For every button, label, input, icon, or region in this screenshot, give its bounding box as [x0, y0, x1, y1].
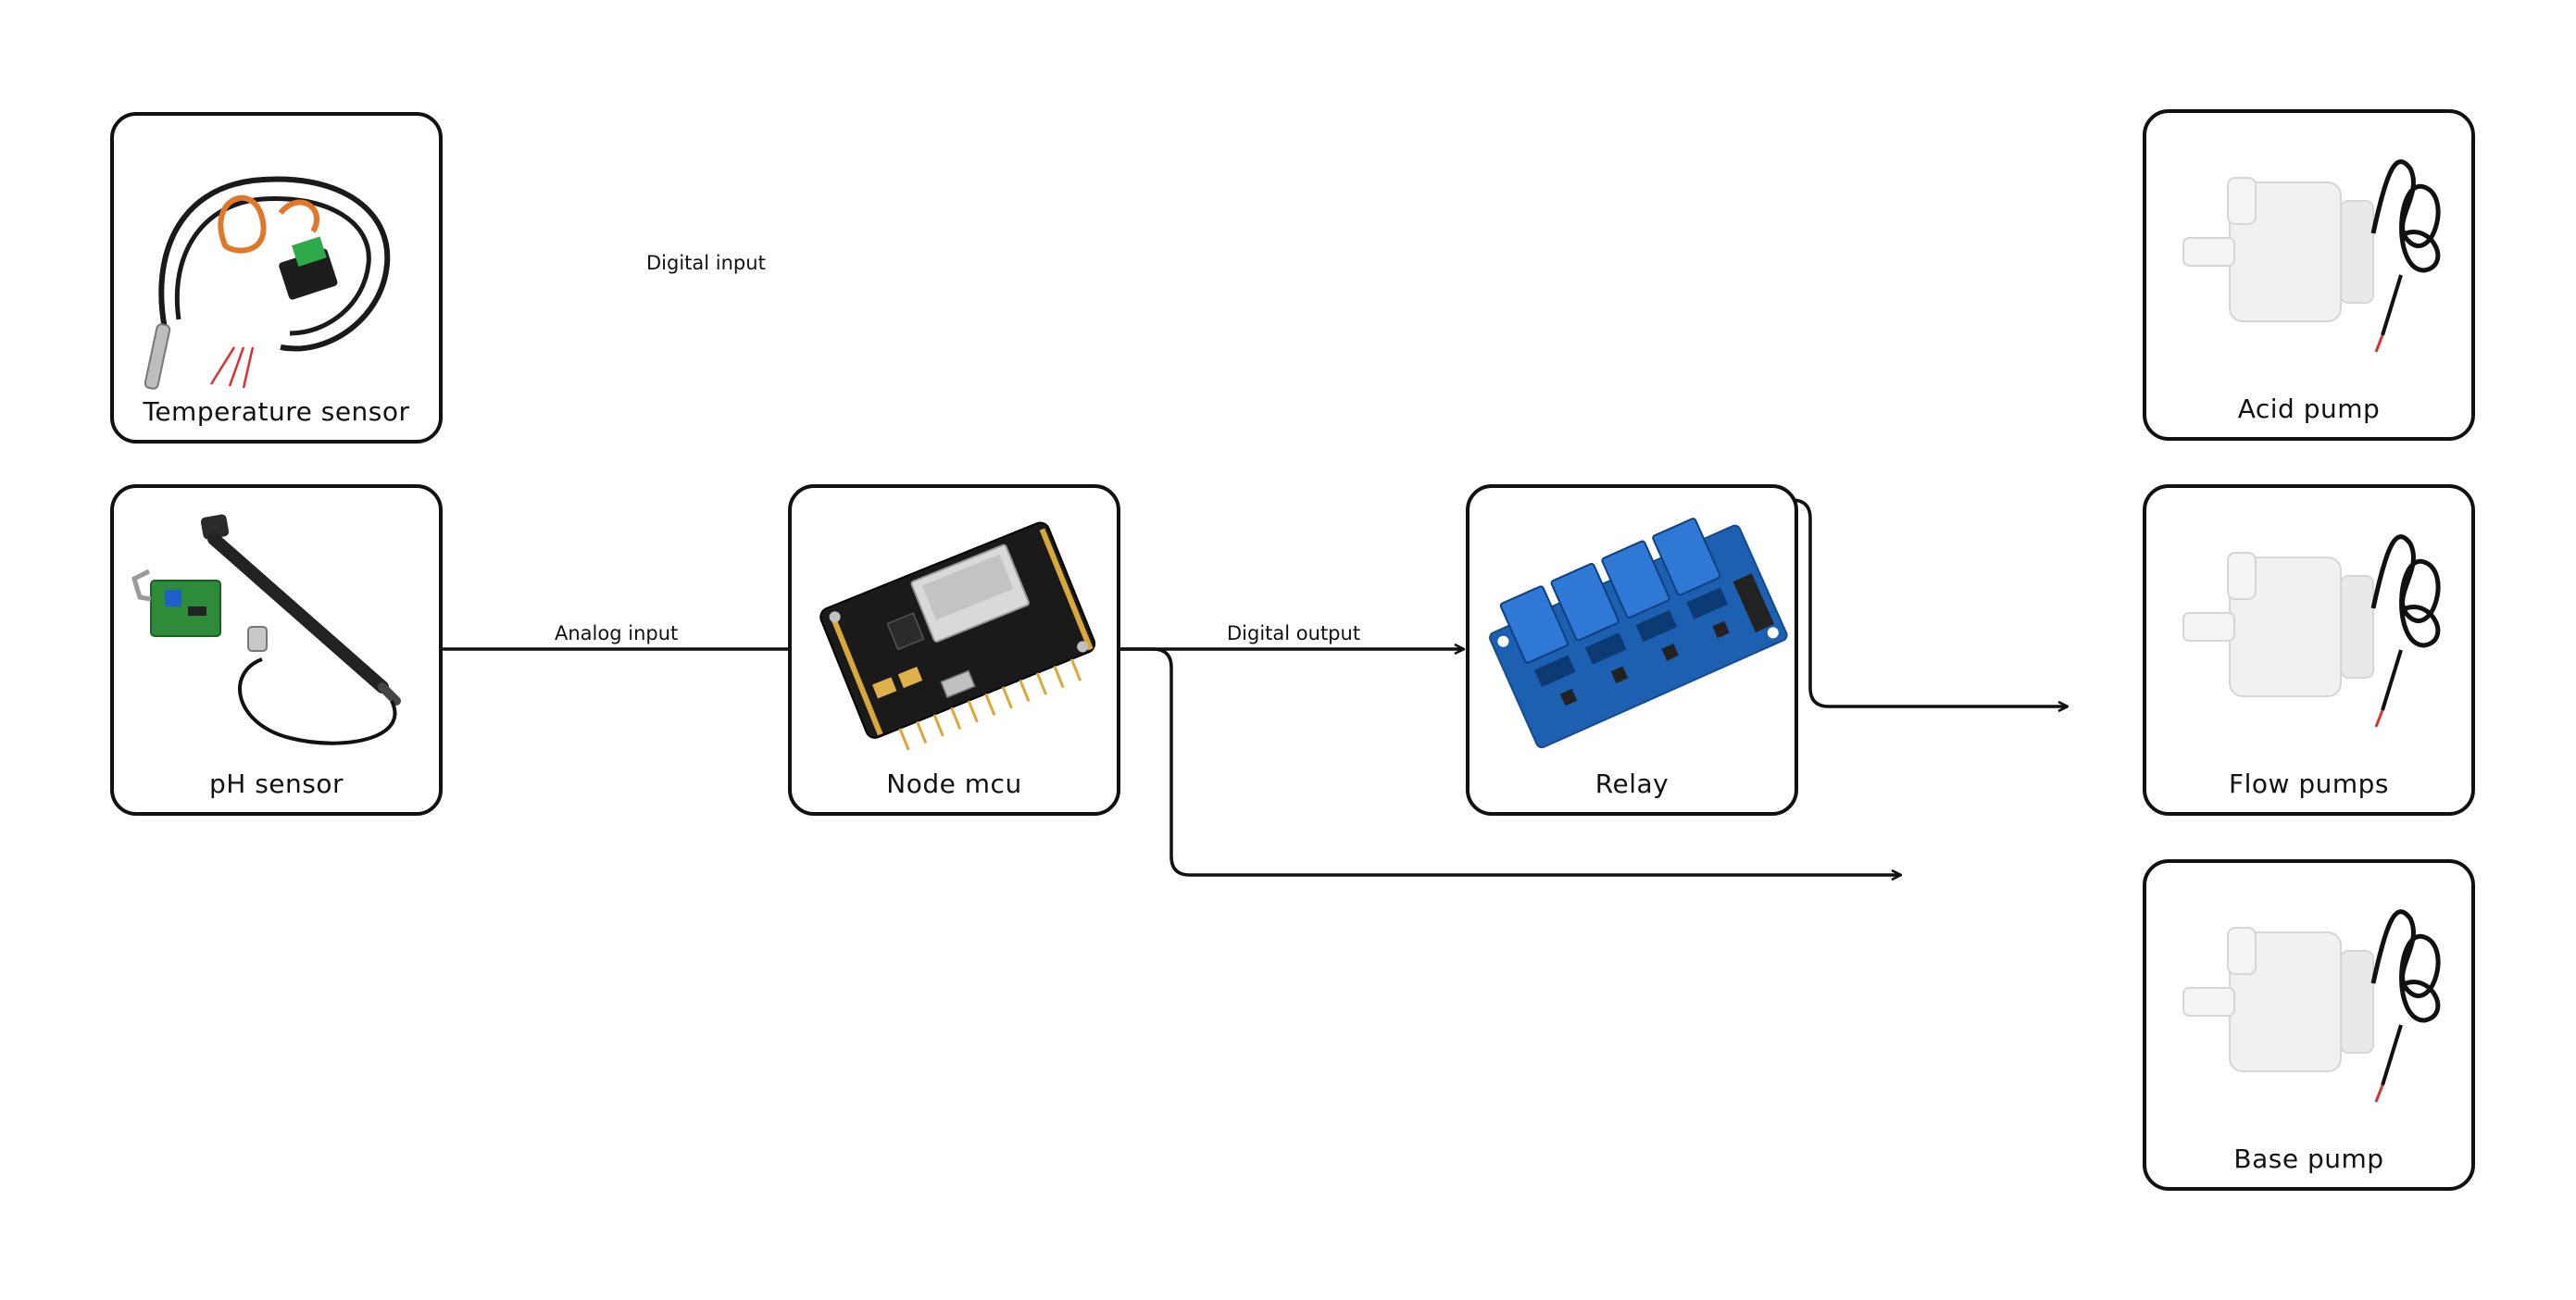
analog-input-label: Analog input	[555, 622, 679, 644]
water-pump-icon	[2182, 909, 2441, 1103]
node-mcu-node[interactable]: Node mcu	[788, 484, 1120, 816]
water-pump-icon	[2182, 534, 2441, 728]
digital-output-label: Digital output	[1227, 622, 1361, 644]
relay-node[interactable]: Relay	[1466, 484, 1798, 816]
digital-input-label: Digital input	[646, 252, 766, 274]
relay-module-icon	[1489, 518, 1788, 749]
flow-pumps-label: Flow pumps	[2229, 769, 2389, 799]
ph-sensor-label: pH sensor	[208, 769, 344, 799]
temperature-sensor-label: Temperature sensor	[143, 396, 410, 427]
flow-pumps-node[interactable]: Flow pumps	[2143, 484, 2475, 816]
acid-pump-node[interactable]: Acid pump	[2143, 109, 2475, 441]
relay-label: Relay	[1594, 769, 1669, 799]
ph-probe-icon	[131, 514, 401, 745]
temperature-probe-icon	[144, 176, 391, 390]
ph-sensor-node[interactable]: pH sensor	[110, 484, 443, 816]
acid-pump-label: Acid pump	[2237, 394, 2381, 424]
base-pump-label: Base pump	[2233, 1144, 2384, 1174]
temperature-sensor-node[interactable]: Temperature sensor	[110, 112, 443, 444]
microcontroller-board-icon	[819, 521, 1096, 751]
base-pump-node[interactable]: Base pump	[2143, 859, 2475, 1191]
water-pump-icon	[2182, 159, 2441, 353]
node-mcu-label: Node mcu	[886, 769, 1022, 799]
